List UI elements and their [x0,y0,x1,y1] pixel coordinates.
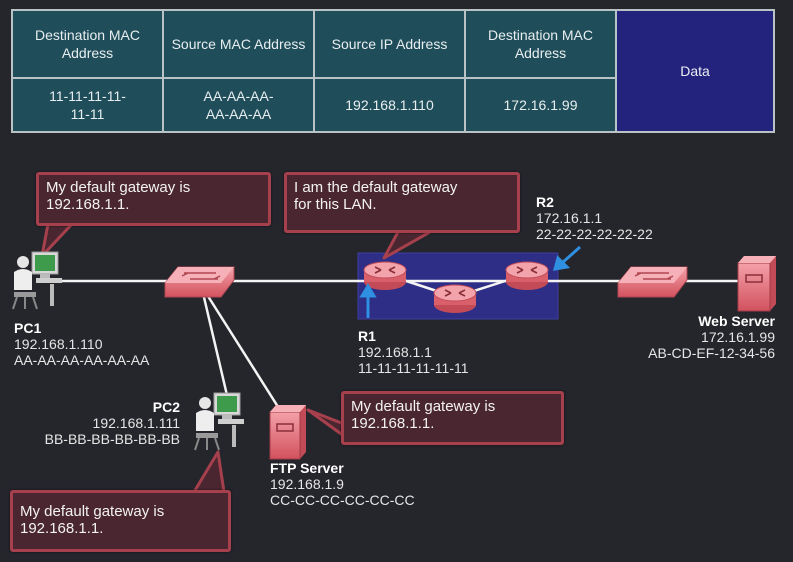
web-name: Web Server [698,313,775,329]
r2-ip: 172.16.1.1 [536,210,603,226]
pc1-callout-line1: My default gateway is [46,179,191,196]
data-cell: Data [615,9,775,133]
pc2-name: PC2 [152,399,180,415]
router-middle [433,284,477,313]
r2-arrow-head [552,255,571,271]
r1-name: R1 [358,328,376,344]
ftp-ip: 192.168.1.9 [270,476,344,492]
ftp-callout-line2: 192.168.1.1. [351,415,435,432]
pc2-callout-tail [192,450,226,493]
value-src-mac: AA-AA-AA-AA-AA-AA [162,77,315,133]
pc2-callout-line1: My default gateway is [20,503,165,520]
web-server [737,256,776,312]
r1-callout-tail [382,230,431,260]
ftp-label: FTP Server 192.168.1.9 CC-CC-CC-CC-CC-CC [270,460,415,508]
interface-arrows [359,245,581,318]
pc1-callout-line2: 192.168.1.1. [46,196,130,213]
r1-callout-line1: I am the default gateway [294,179,458,196]
router-r2 [505,261,549,290]
pc1-ip: 192.168.1.110 [14,336,103,352]
r2-name: R2 [536,194,554,210]
link-switch-pc2 [201,292,232,409]
ftp-callout: My default gateway is 192.168.1.1. [341,391,564,445]
header-dest-ip: Destination MAC Address [464,9,617,79]
pc2-mac: BB-BB-BB-BB-BB-BB [44,431,180,447]
pc2-ip: 192.168.1.111 [92,415,180,431]
header-src-ip: Source IP Address [313,9,466,79]
frame-header-table: Destination MAC Address Source MAC Addre… [11,9,775,133]
pc2-label: PC2 192.168.1.111 BB-BB-BB-BB-BB-BB [20,399,180,447]
ftp-server [269,405,306,460]
lan-switch [164,266,235,298]
pc2-workstation [194,392,244,451]
callout-tails [40,222,431,493]
header-src-mac: Source MAC Address [162,9,315,79]
r1-callout-line2: for this LAN. [294,196,377,213]
pc1-callout: My default gateway is 192.168.1.1. [36,172,271,226]
r2-mac: 22-22-22-22-22-22 [536,226,653,242]
pc1-mac: AA-AA-AA-AA-AA-AA [14,352,150,368]
header-dest-mac: Destination MAC Address [11,9,164,79]
ftp-mac: CC-CC-CC-CC-CC-CC [270,492,415,508]
pc1-label: PC1 192.168.1.110 AA-AA-AA-AA-AA-AA [14,320,149,368]
pc1-callout-tail [40,222,74,258]
r1-callout: I am the default gateway for this LAN. [284,172,520,233]
web-mac: AB-CD-EF-12-34-56 [648,345,775,361]
web-ip: 172.16.1.99 [701,329,775,345]
r2-label: R2 172.16.1.1 22-22-22-22-22-22 [536,194,653,242]
ftp-callout-line1: My default gateway is [351,398,496,415]
r1-ip: 192.168.1.1 [358,344,432,360]
r1-arrow-head [359,283,377,298]
r1-mac: 11-11-11-11-11-11 [358,360,469,376]
web-label: Web Server 172.16.1.99 AB-CD-EF-12-34-56 [600,313,775,361]
wan-switch [617,266,688,298]
pc1-name: PC1 [14,320,42,336]
pc2-callout: My default gateway is 192.168.1.1. [10,490,231,552]
router-r1 [363,261,407,290]
value-dest-ip: 172.16.1.99 [464,77,617,133]
ftp-name: FTP Server [270,460,344,476]
link-switch-ftp [204,292,282,411]
frame-header-row: Destination MAC Address Source MAC Addre… [11,9,775,133]
r2-arrow [561,245,581,265]
pc1-workstation [12,251,62,310]
r1-label: R1 192.168.1.1 11-11-11-11-11-11 [358,328,469,376]
pc2-callout-line2: 192.168.1.1. [20,520,104,537]
frame-value-row: 11-11-11-11-11-11 AA-AA-AA-AA-AA-AA 192.… [11,77,774,133]
ftp-callout-tail [306,408,345,438]
value-dest-mac: 11-11-11-11-11-11 [11,77,164,133]
value-src-ip: 192.168.1.110 [313,77,466,133]
